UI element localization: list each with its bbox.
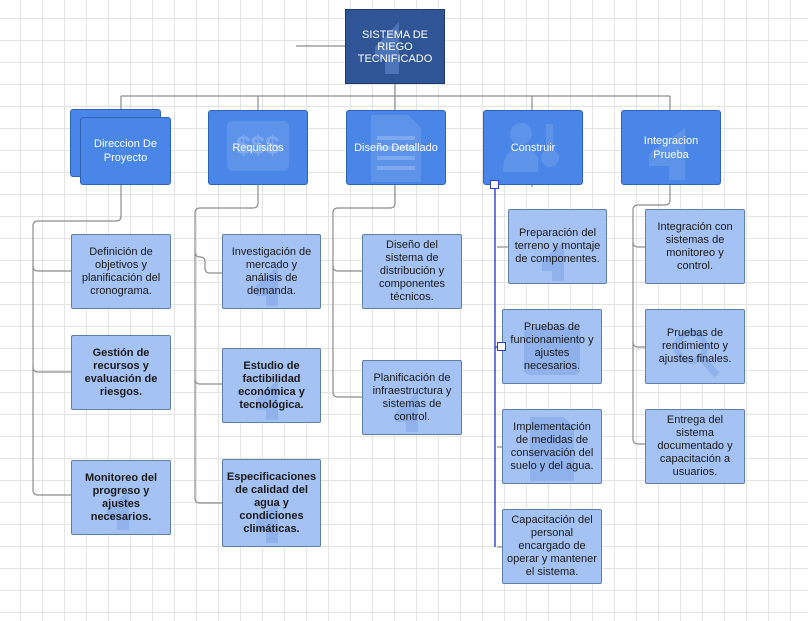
- task-text: Monitoreo del progreso y ajustes necesar…: [84, 471, 158, 523]
- task-text: Definición de objetivos y planificación …: [81, 245, 161, 297]
- flag-icon: [396, 392, 418, 432]
- header-label: Integracion Prueba: [643, 134, 699, 161]
- search-icon: [674, 330, 720, 378]
- header-integracion-prueba[interactable]: Integracion Prueba: [621, 110, 721, 185]
- document-icon: [371, 115, 421, 182]
- task-card[interactable]: Gestión de recursos y evaluación de ries…: [71, 335, 171, 410]
- task-card[interactable]: Investigación de mercado y análisis de d…: [222, 234, 321, 309]
- task-card[interactable]: Planificación de infraestructura y siste…: [362, 360, 462, 435]
- task-text: Investigación de mercado y análisis de d…: [231, 245, 312, 297]
- task-card[interactable]: Diseño del sistema de distribución y com…: [362, 234, 462, 309]
- task-card[interactable]: Integración con sistemas de monitoreo y …: [645, 209, 745, 284]
- header-label: Diseño Detallado: [354, 141, 438, 154]
- task-card[interactable]: Pruebas de rendimiento y ajustes finales…: [645, 309, 745, 384]
- header-diseno-detallado[interactable]: Diseño Detallado: [346, 110, 446, 185]
- task-text: Preparación del terreno y montaje de com…: [514, 227, 601, 265]
- header-label: Direccion De Proyecto: [94, 138, 157, 164]
- header-label: Requisitos: [232, 141, 284, 154]
- flag-icon: [649, 128, 685, 180]
- task-text: Integración con sistemas de monitoreo y …: [657, 220, 733, 272]
- flag-icon: [107, 490, 129, 530]
- user-key-icon: [503, 123, 559, 172]
- flag-icon: [542, 241, 564, 281]
- svg-text:$$$: $$$: [236, 130, 280, 160]
- flag-icon: [256, 266, 278, 306]
- task-card[interactable]: Monitoreo del progreso y ajustes necesar…: [71, 460, 171, 535]
- task-card[interactable]: Preparación del terreno y montaje de com…: [508, 209, 607, 284]
- connector-handle-mid[interactable]: [497, 342, 506, 351]
- dollar-signs-icon: [524, 327, 580, 375]
- task-text: Diseño del sistema de distribución y com…: [378, 239, 446, 303]
- root-title: SISTEMA DE RIEGO TECNIFICADO: [357, 28, 433, 65]
- flag-icon: [256, 501, 278, 543]
- task-card[interactable]: Especificaciones de calidad del agua y c…: [222, 459, 321, 547]
- task-card[interactable]: Entrega del sistema documentado y capaci…: [645, 409, 745, 484]
- task-text: Capacitación del personal encargado de o…: [507, 514, 597, 578]
- root-node[interactable]: SISTEMA DE RIEGO TECNIFICADO: [345, 9, 445, 84]
- task-text: Entrega del sistema documentado y capaci…: [657, 414, 733, 478]
- task-text: Implementación de medidas de conservació…: [510, 420, 594, 472]
- flag-icon: [256, 380, 278, 420]
- task-card[interactable]: Capacitación del personal encargado de o…: [502, 509, 602, 584]
- task-text: Gestión de recursos y evaluación de ries…: [84, 346, 158, 398]
- document-icon: [530, 417, 574, 481]
- task-text: Pruebas de funcionamiento y ajustes nece…: [510, 320, 594, 372]
- flag-icon: [375, 22, 399, 74]
- task-text: Especificaciones de calidad del agua y c…: [226, 470, 317, 535]
- connector-handle-top[interactable]: [490, 180, 499, 189]
- header-direccion-de-proyecto[interactable]: Direccion De Proyecto: [80, 117, 171, 185]
- task-card[interactable]: Implementación de medidas de conservació…: [502, 409, 602, 484]
- header-requisitos[interactable]: $$$ Requisitos: [208, 110, 308, 185]
- dollar-signs-icon: $$$: [227, 121, 289, 171]
- task-card[interactable]: Pruebas de funcionamiento y ajustes nece…: [502, 309, 602, 384]
- task-card[interactable]: Estudio de factibilidad económica y tecn…: [222, 348, 321, 423]
- task-text: Pruebas de rendimiento y ajustes finales…: [658, 327, 732, 365]
- header-label: Construir: [510, 141, 556, 154]
- task-card[interactable]: Definición de objetivos y planificación …: [71, 234, 171, 309]
- task-text: Estudio de factibilidad económica y tecn…: [238, 359, 305, 411]
- task-text: Planificación de infraestructura y siste…: [372, 371, 452, 423]
- header-construir[interactable]: Construir: [483, 110, 583, 185]
